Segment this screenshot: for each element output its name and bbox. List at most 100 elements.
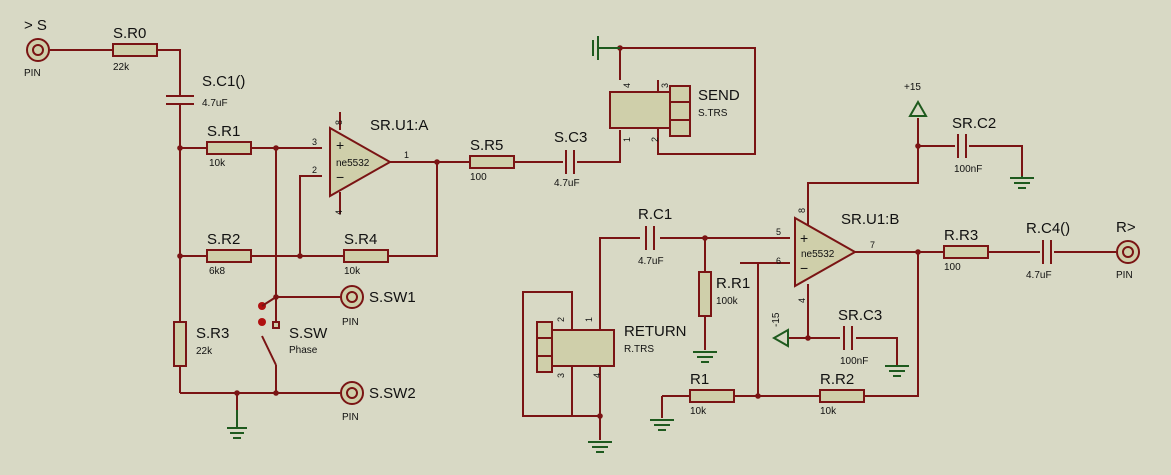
s-r3-ref: S.R3 <box>196 325 229 342</box>
pin-s-sw1[interactable]: S.SW1 PIN <box>340 285 416 328</box>
ground-sr-c3 <box>885 365 909 377</box>
r-c1-value: 4.7uF <box>638 256 664 267</box>
ground-r-r1 <box>693 351 717 363</box>
send-pin3: 3 <box>660 83 670 88</box>
s-r2-ref: S.R2 <box>207 231 240 248</box>
ground-sr-c2 <box>1010 176 1034 189</box>
minus15-label: -15 <box>771 312 782 327</box>
output-pin-r[interactable]: R> PIN <box>1116 219 1140 281</box>
u1b-pin8: 8 <box>797 208 807 213</box>
input-pin-type: PIN <box>24 68 41 79</box>
s-r0-value: 22k <box>113 62 130 73</box>
capacitor-s-c1[interactable]: S.C1() 4.7uF <box>166 73 245 109</box>
pin-s-sw2[interactable]: S.SW2 PIN <box>340 381 416 423</box>
s-sw-ref: S.SW <box>289 325 328 342</box>
ground-switch <box>227 410 247 439</box>
jack-return[interactable]: RETURN R.TRS 2 1 3 4 <box>536 313 687 378</box>
s-sw-value: Phase <box>289 345 318 356</box>
r-r3-ref: R.R3 <box>944 227 978 244</box>
opamp-sr-u1-a[interactable]: + − ne5532 SR.U1:A 3 2 1 8 4 <box>312 112 428 215</box>
s-c3-ref: S.C3 <box>554 129 587 146</box>
capacitor-sr-c2[interactable]: SR.C2 100nF <box>952 115 996 175</box>
r-r3-value: 100 <box>944 262 961 273</box>
u1a-ref: SR.U1:A <box>370 117 428 134</box>
s-r5-value: 100 <box>470 172 487 183</box>
capacitor-s-c3[interactable]: S.C3 4.7uF <box>554 129 587 189</box>
u1a-minus: − <box>336 169 344 185</box>
r-r2-ref: R.R2 <box>820 371 854 388</box>
ground-send <box>592 36 620 60</box>
s-r1-value: 10k <box>209 158 226 169</box>
capacitor-r-c1[interactable]: R.C1 4.7uF <box>638 206 672 267</box>
r-c4-value: 4.7uF <box>1026 270 1052 281</box>
plus15-label: +15 <box>904 82 921 93</box>
return-ref: RETURN <box>624 323 687 340</box>
ground-r1 <box>650 419 674 431</box>
return-pin2: 2 <box>556 317 566 322</box>
r-r2-value: 10k <box>820 406 837 417</box>
r1-value: 10k <box>690 406 707 417</box>
return-pin3: 3 <box>556 373 566 378</box>
return-part: R.TRS <box>624 344 654 355</box>
capacitor-r-c4[interactable]: R.C4() 4.7uF <box>1026 220 1070 281</box>
return-pin1: 1 <box>584 317 594 322</box>
wires <box>50 47 1116 440</box>
ground-return <box>588 441 612 453</box>
u1b-pin4: 4 <box>797 298 807 303</box>
u1a-part: ne5532 <box>336 158 370 169</box>
input-pin-label: > S <box>24 17 47 34</box>
power-minus15: -15 <box>771 312 789 348</box>
resistor-s-r3[interactable]: S.R3 22k <box>173 321 229 367</box>
r-r1-value: 100k <box>716 296 739 307</box>
s-sw1-ref: S.SW1 <box>369 289 416 306</box>
send-pin1: 1 <box>622 137 632 142</box>
s-sw2-ref: S.SW2 <box>369 385 416 402</box>
u1b-ref: SR.U1:B <box>841 211 899 228</box>
resistor-s-r0[interactable]: S.R0 22k <box>112 25 158 73</box>
s-r2-value: 6k8 <box>209 266 226 277</box>
resistor-r1[interactable]: R1 10k <box>689 371 735 417</box>
u1a-plus: + <box>336 137 344 153</box>
u1a-pin3: 3 <box>312 137 317 147</box>
r1-ref: R1 <box>690 371 709 388</box>
u1b-pin7: 7 <box>870 240 875 250</box>
resistor-s-r1[interactable]: S.R1 10k <box>206 123 252 169</box>
resistor-s-r4[interactable]: S.R4 10k <box>343 231 389 277</box>
u1a-pin2: 2 <box>312 165 317 175</box>
sr-c2-ref: SR.C2 <box>952 115 996 132</box>
send-ref: SEND <box>698 87 740 104</box>
resistor-s-r2[interactable]: S.R2 6k8 <box>206 231 252 277</box>
r-c4-ref: R.C4() <box>1026 220 1070 237</box>
switch-s-sw[interactable]: S.SW Phase <box>258 296 328 366</box>
s-c3-value: 4.7uF <box>554 178 580 189</box>
power-plus15: +15 <box>904 82 928 117</box>
resistor-r-r3[interactable]: R.R3 100 <box>943 227 989 273</box>
output-pin-label: R> <box>1116 219 1136 236</box>
u1b-pin5: 5 <box>776 227 781 237</box>
resistor-r-r2[interactable]: R.R2 10k <box>819 371 865 417</box>
capacitor-sr-c3[interactable]: SR.C3 100nF <box>838 307 882 367</box>
s-r0-ref: S.R0 <box>113 25 146 42</box>
u1a-pin4: 4 <box>334 210 344 215</box>
s-sw1-type: PIN <box>342 317 359 328</box>
s-r4-value: 10k <box>344 266 361 277</box>
sr-c2-value: 100nF <box>954 164 982 175</box>
send-part: S.TRS <box>698 108 728 119</box>
input-pin-s[interactable]: > S PIN <box>24 17 50 79</box>
u1b-pin6: 6 <box>776 256 781 266</box>
resistor-r-r1[interactable]: R.R1 100k <box>698 271 750 317</box>
u1a-pin1: 1 <box>404 150 409 160</box>
resistor-s-r5[interactable]: S.R5 100 <box>469 137 515 183</box>
send-pin4: 4 <box>622 83 632 88</box>
sr-c3-value: 100nF <box>840 356 868 367</box>
u1b-plus: + <box>800 230 808 246</box>
u1b-part: ne5532 <box>801 249 835 260</box>
s-c1-value: 4.7uF <box>202 98 228 109</box>
jack-send[interactable]: SEND S.TRS 4 3 1 2 <box>609 80 740 142</box>
sr-c3-ref: SR.C3 <box>838 307 882 324</box>
r-r1-ref: R.R1 <box>716 275 750 292</box>
s-r1-ref: S.R1 <box>207 123 240 140</box>
s-r3-value: 22k <box>196 346 213 357</box>
opamp-sr-u1-b[interactable]: + − ne5532 SR.U1:B 5 6 7 8 4 <box>776 206 899 303</box>
